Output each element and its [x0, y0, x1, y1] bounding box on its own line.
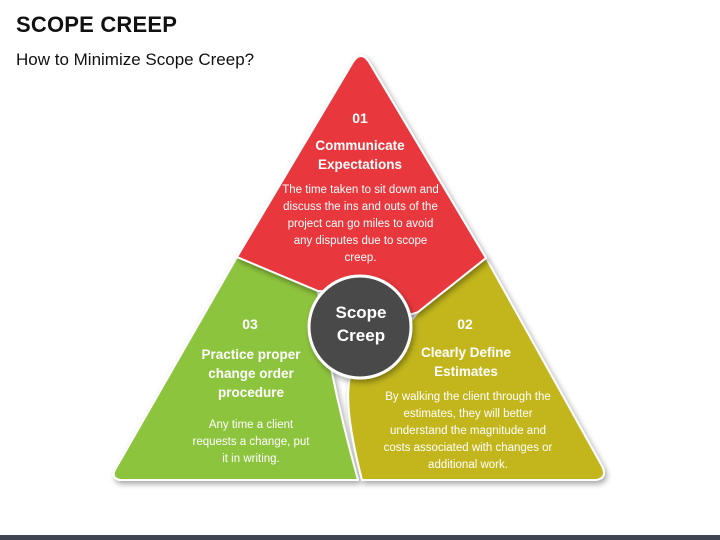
section-01-heading: Communicate Expectations [315, 138, 405, 172]
center-label: Scope Creep [335, 303, 387, 345]
page-title: SCOPE CREEP [16, 12, 178, 37]
section-03-heading: Practice proper change order procedure [201, 347, 301, 400]
page-subtitle: How to Minimize Scope Creep? [16, 50, 255, 69]
section-02-number: 02 [457, 316, 473, 332]
section-02-description: By walking the client through the estima… [383, 391, 553, 471]
section-03-number: 03 [242, 316, 258, 332]
section-01-number: 01 [352, 110, 368, 126]
center-circle [307, 274, 413, 380]
bottom-bar [0, 535, 720, 540]
section-01-description: The time taken to sit down and discuss t… [282, 184, 439, 264]
section-03-description: Any time a client requests a change, put… [192, 419, 310, 465]
section-02-heading: Clearly Define Estimates [420, 345, 512, 379]
